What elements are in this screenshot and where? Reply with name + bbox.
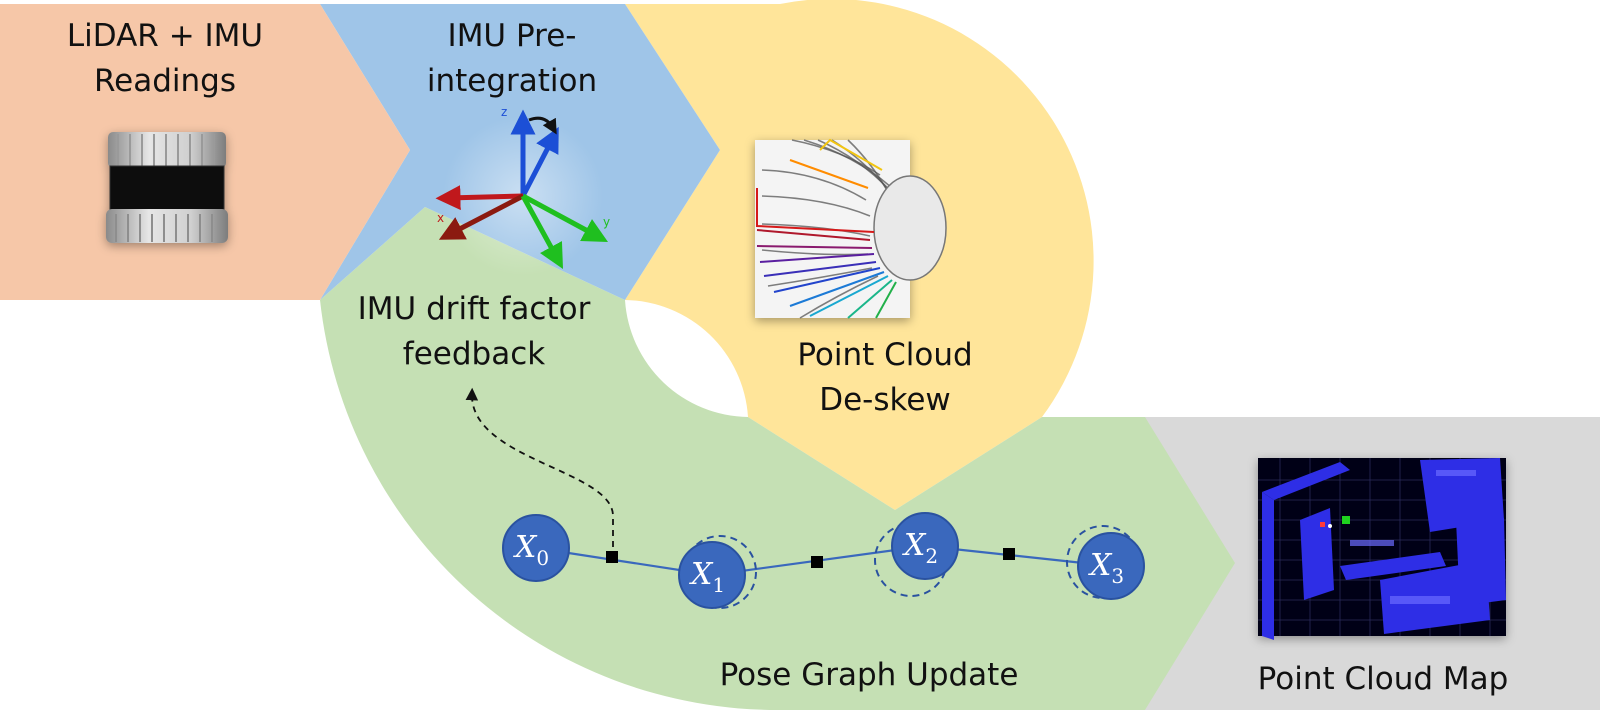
lidar-sensor-icon	[106, 132, 228, 243]
pose-graph-label: Pose Graph Update	[719, 657, 1019, 693]
axis-label-x: x	[437, 211, 444, 225]
feedback-arrow	[465, 387, 614, 558]
pose-node-label: X2	[902, 528, 938, 568]
pose-node-label: X1	[689, 557, 725, 597]
pose-node	[1077, 532, 1145, 600]
pose-node-label: X0	[513, 530, 549, 570]
readings-label-line1: LiDAR + IMU	[66, 18, 264, 54]
factor-node	[606, 551, 618, 563]
preint-label-line2: integration	[426, 63, 598, 99]
pose-node-label: X3	[1088, 548, 1124, 588]
preint-label: IMU Pre- integration	[362, 14, 662, 104]
map-label: Point Cloud Map	[1257, 661, 1509, 697]
deskew-label-line2: De-skew	[819, 382, 951, 418]
readings-label-line2: Readings	[94, 63, 236, 99]
pose-node	[678, 541, 746, 609]
deskew-label-line1: Point Cloud	[797, 337, 973, 373]
pose-node	[502, 514, 570, 582]
pose-node	[891, 512, 959, 580]
feedback-label-line1: IMU drift factor	[357, 291, 591, 327]
point-cloud-scan-icon	[755, 138, 947, 319]
axis-label-z: z	[501, 105, 507, 119]
factor-node	[811, 556, 823, 568]
readings-label: LiDAR + IMU Readings	[0, 14, 330, 104]
feedback-label-line2: feedback	[402, 336, 546, 372]
feedback-label: IMU drift factor feedback	[324, 287, 624, 377]
deskew-label: Point Cloud De-skew	[735, 333, 1035, 423]
factor-node	[1003, 548, 1015, 560]
xyz-axes-icon: z x y	[435, 105, 610, 276]
stage-pose-band	[320, 207, 1235, 711]
point-cloud-map-icon	[1258, 458, 1506, 640]
preint-label-line1: IMU Pre-	[447, 18, 577, 54]
axis-label-y: y	[603, 215, 610, 229]
